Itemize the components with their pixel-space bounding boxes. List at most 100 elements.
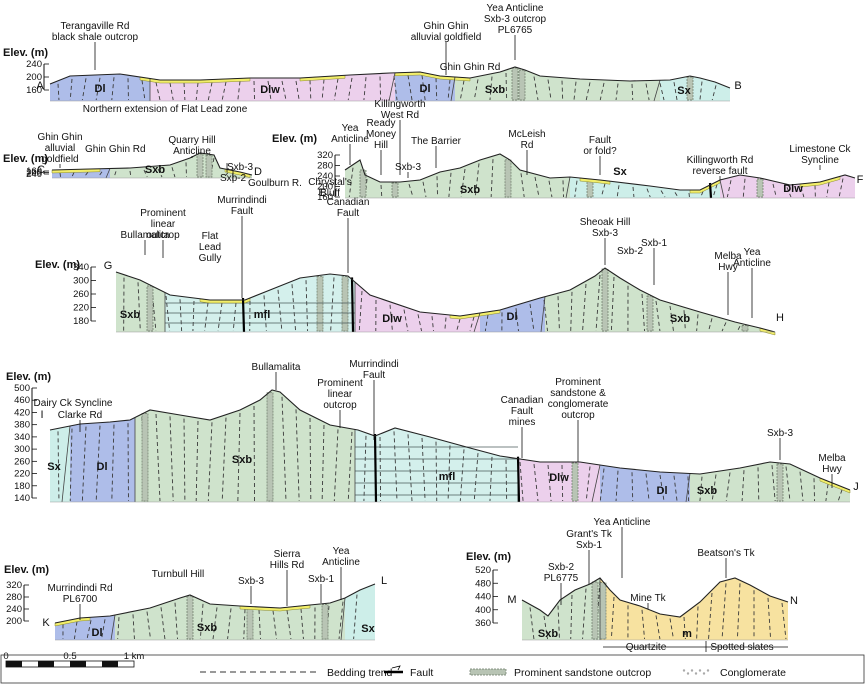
conglomerate-dot <box>698 669 702 672</box>
bedding-trend-line <box>505 72 508 101</box>
conglomerate-dot <box>702 672 706 675</box>
bedding-trend-line <box>474 163 480 198</box>
unit-label: Dlw <box>260 84 280 96</box>
bedding-trend-line <box>595 274 601 332</box>
bedding-trend-line <box>417 314 422 332</box>
bedding-trend-line <box>421 437 426 502</box>
bedding-trend-line <box>799 471 804 502</box>
unit-dl-area <box>480 296 545 332</box>
unit-label: Sx <box>47 461 61 473</box>
bedding-trend-line <box>543 299 548 332</box>
mfl-horizontal-lines <box>355 446 518 496</box>
unit-sx-area <box>660 76 730 101</box>
bedding-trend-line <box>529 303 535 332</box>
bedding-trend-line <box>348 167 354 198</box>
sandstone-outcrop-band <box>601 268 609 332</box>
bedding-trend-line <box>243 609 246 640</box>
bedding-trend-line <box>157 168 163 178</box>
bedding-trend-line <box>81 78 87 101</box>
bedding-trend-line <box>207 82 213 101</box>
bedding-trend-line <box>711 85 717 101</box>
bedding-trend-line <box>645 473 650 502</box>
unit-label: Dl <box>507 311 518 323</box>
scale-bar-segment <box>70 661 86 667</box>
bedding-trend-line <box>253 405 255 502</box>
bedding-trend-line <box>393 431 398 502</box>
feature-label: Sxb-2 <box>617 246 644 257</box>
section-end-label: L <box>381 575 387 587</box>
bedding-trend-line <box>725 472 731 502</box>
bedding-trend-line <box>338 601 344 640</box>
topographic-profile <box>49 66 731 89</box>
unit-label: Dl <box>95 83 106 95</box>
bedding-trend-line <box>69 78 73 101</box>
unit-contact <box>540 296 546 333</box>
bedding-trend-line <box>295 80 300 101</box>
bedding-trend-line <box>221 81 227 101</box>
sandstone-outcrop-band <box>316 275 324 332</box>
unit-label: Dl <box>92 627 103 639</box>
sandstone-outcrop-band <box>756 178 764 198</box>
bedding-trend-line <box>129 170 132 178</box>
bedding-trend-line <box>655 300 661 332</box>
bedding-trend-line <box>212 607 218 640</box>
bedding-trend-line <box>741 470 745 502</box>
unit-contact <box>653 80 661 102</box>
sandstone-outcrop-band <box>518 69 526 101</box>
bedding-trend-line <box>646 188 651 198</box>
elevation-axis-title: Elev. (m) <box>6 371 51 383</box>
sandstone-outcrop-band <box>571 462 579 502</box>
sandstone-outcrop-band <box>391 182 399 198</box>
bedding-trend-line <box>708 318 713 332</box>
bedding-trend-line <box>347 431 353 502</box>
feature-label: Sxb-3 <box>395 162 422 173</box>
bedding-trend-line <box>281 396 287 502</box>
legend-label: Bedding trend <box>327 667 393 679</box>
conglomerate-dot <box>682 669 686 672</box>
bedding-trend-line <box>683 310 686 332</box>
axis-tick-label: 180 <box>73 316 89 327</box>
axis-tick-label: 240 <box>26 169 42 180</box>
axis-tick-label: 300 <box>14 444 30 455</box>
axis-tick-label: 460 <box>14 395 30 406</box>
sandstone-outcrop-band <box>266 392 274 502</box>
bedding-trend-line <box>305 280 309 332</box>
bedding-trend-line <box>673 82 678 101</box>
bedding-trend-line <box>146 611 151 640</box>
bedding-trend-line <box>97 171 103 178</box>
axis-tick-label: 200 <box>26 168 42 179</box>
bedding-trend-line <box>726 180 732 198</box>
bedding-trend-line <box>699 81 703 101</box>
bedding-trend-line <box>403 309 409 332</box>
bedding-trend-line <box>195 420 199 502</box>
bedding-trend-line <box>534 176 540 198</box>
bedding-trend-line <box>696 606 699 640</box>
unit-contact <box>340 597 346 641</box>
section-end-label: A <box>36 80 44 92</box>
bedding-trend-line <box>155 82 161 101</box>
feature-label: Dairy Ck Syncline <box>34 398 113 409</box>
unit-label: Sxb <box>670 313 690 325</box>
bedding-trend-line <box>547 79 552 101</box>
axis-tick-label: 240 <box>6 604 22 615</box>
unit-sxb-area <box>110 153 252 178</box>
feature-label: Mine Tk <box>630 593 666 604</box>
bedding-trend-line <box>237 81 241 101</box>
section-end-label: B <box>734 80 741 92</box>
sandstone-outcrop-band <box>141 413 149 502</box>
axis-tick-label: 160 <box>26 166 42 177</box>
unit-label: Dlw <box>549 472 569 484</box>
bedding-trend-line <box>548 180 553 198</box>
bedding-trend-line <box>363 77 367 101</box>
unit-label: Dlw <box>382 313 402 325</box>
conglomerate-icon <box>682 669 710 675</box>
